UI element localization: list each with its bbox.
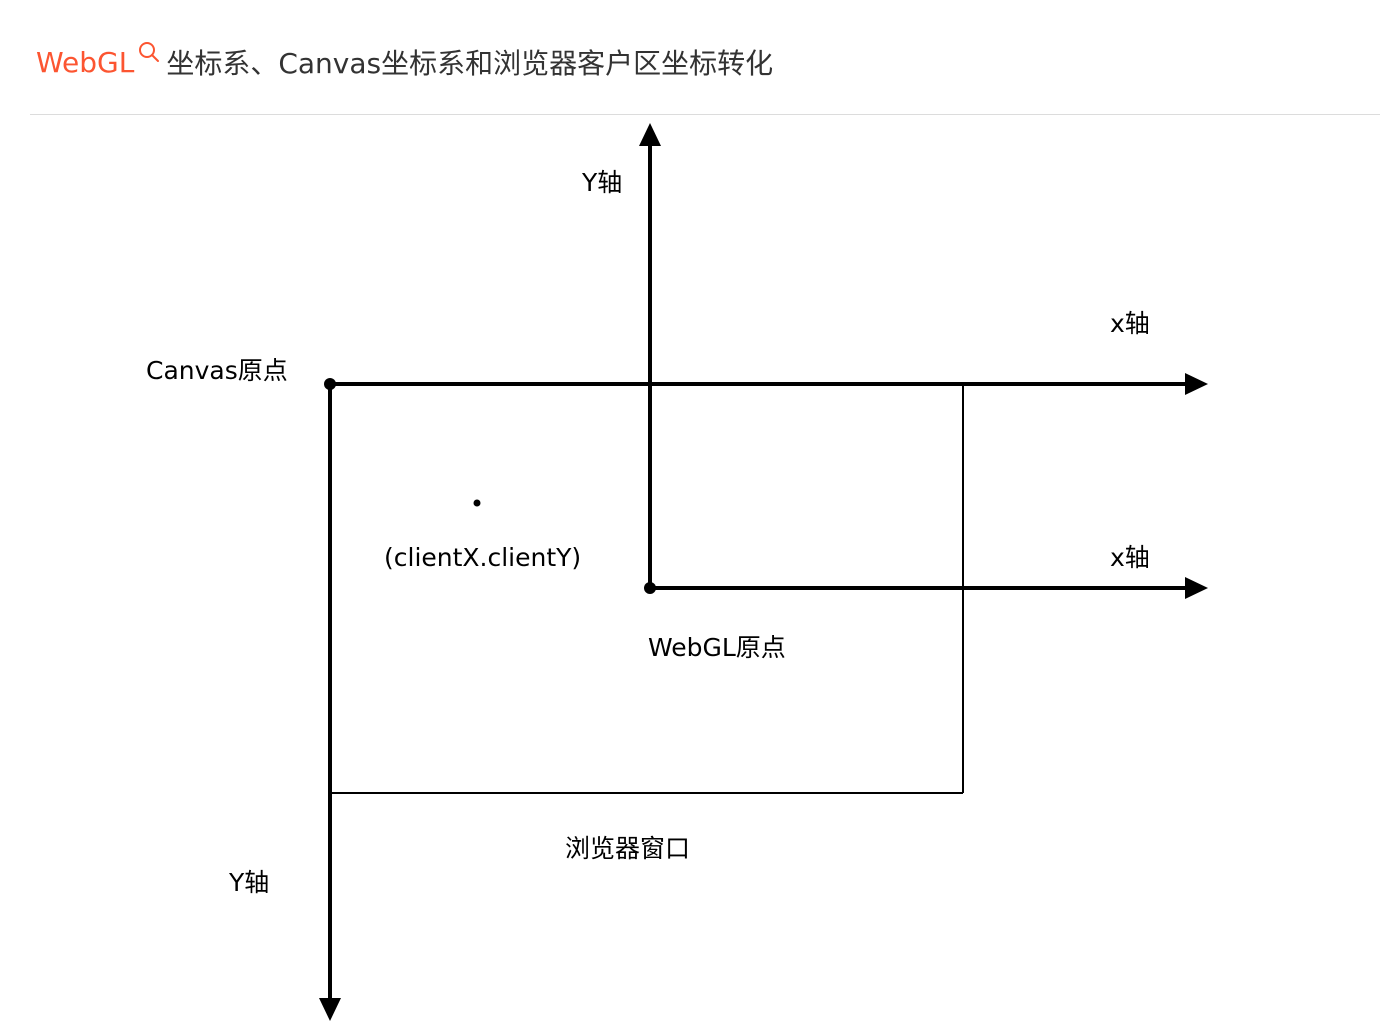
webgl-keyword-link[interactable]: WebGL [36, 45, 135, 79]
title-divider [30, 114, 1380, 115]
canvas-x-axis [330, 373, 1208, 395]
canvas-origin-dot [324, 378, 336, 390]
article-title: WebGL 坐标系、Canvas坐标系和浏览器客户区坐标转化 [36, 40, 773, 84]
webgl-origin-dot [644, 582, 656, 594]
client-point-label: (clientX.clientY) [384, 543, 582, 572]
client-point-dot [473, 499, 481, 507]
webgl-x-axis-label: x轴 [1110, 543, 1150, 572]
webgl-y-axis-label: Y轴 [582, 168, 623, 197]
webgl-y-axis [639, 123, 661, 588]
canvas-y-axis-label: Y轴 [229, 868, 270, 897]
canvas-x-axis-label: x轴 [1110, 309, 1150, 338]
browser-window-label: 浏览器窗口 [565, 834, 691, 863]
search-icon[interactable] [138, 41, 160, 67]
canvas-y-axis [319, 384, 341, 1021]
canvas-origin-label: Canvas原点 [146, 356, 288, 385]
title-text: 坐标系、Canvas坐标系和浏览器客户区坐标转化 [166, 47, 774, 80]
webgl-origin-label: WebGL原点 [648, 633, 786, 662]
webgl-x-axis [650, 577, 1208, 599]
